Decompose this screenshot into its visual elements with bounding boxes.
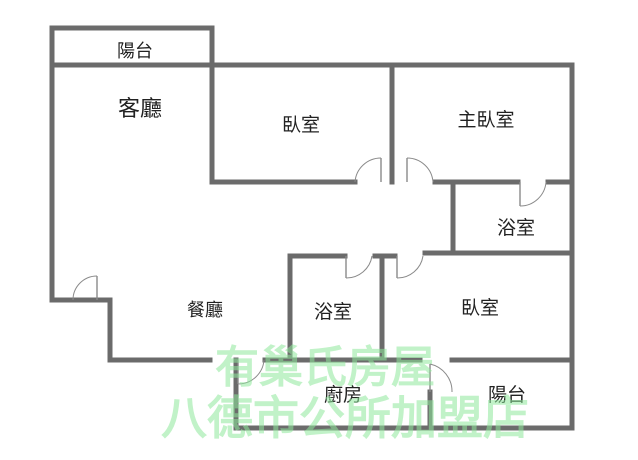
door-master — [406, 157, 434, 183]
wall-top-main — [49, 62, 575, 361]
label-bathroom-1: 浴室 — [497, 217, 535, 239]
door-bedroom2 — [396, 255, 424, 279]
wall-west — [49, 25, 113, 363]
wall-top-balcony — [49, 25, 215, 68]
wall-bedroom1 — [209, 62, 358, 185]
doors — [72, 157, 547, 393]
wall-kitchen-west — [233, 355, 575, 431]
label-kitchen: 廚房 — [324, 383, 362, 406]
watermark-line-2: 八德市公所加盟店 — [161, 391, 529, 445]
door-bath1 — [519, 181, 547, 207]
label-bedroom-2: 臥室 — [461, 297, 499, 319]
door-living-entry — [72, 275, 98, 301]
label-master-bedroom: 主臥室 — [457, 109, 514, 131]
label-bathroom-2: 浴室 — [314, 301, 352, 323]
label-balcony-top: 陽台 — [117, 41, 153, 62]
door-kitchen — [237, 359, 265, 385]
watermark-line-1: 有巢氏房屋 — [215, 342, 435, 393]
room-labels: 陽台 客廳 臥室 主臥室 浴室 餐廳 浴室 臥室 廚房 陽台 — [117, 41, 535, 406]
door-balcony — [429, 363, 453, 393]
walls — [49, 25, 575, 431]
door-bedroom1 — [354, 157, 382, 183]
watermark: 有巢氏房屋 八德市公所加盟店 — [161, 342, 529, 445]
label-bedroom-1: 臥室 — [282, 114, 320, 136]
label-dining-room: 餐廳 — [187, 300, 223, 321]
label-balcony-bottom: 陽台 — [488, 384, 526, 406]
door-bath2 — [345, 255, 373, 279]
label-living-room: 客廳 — [118, 97, 162, 122]
